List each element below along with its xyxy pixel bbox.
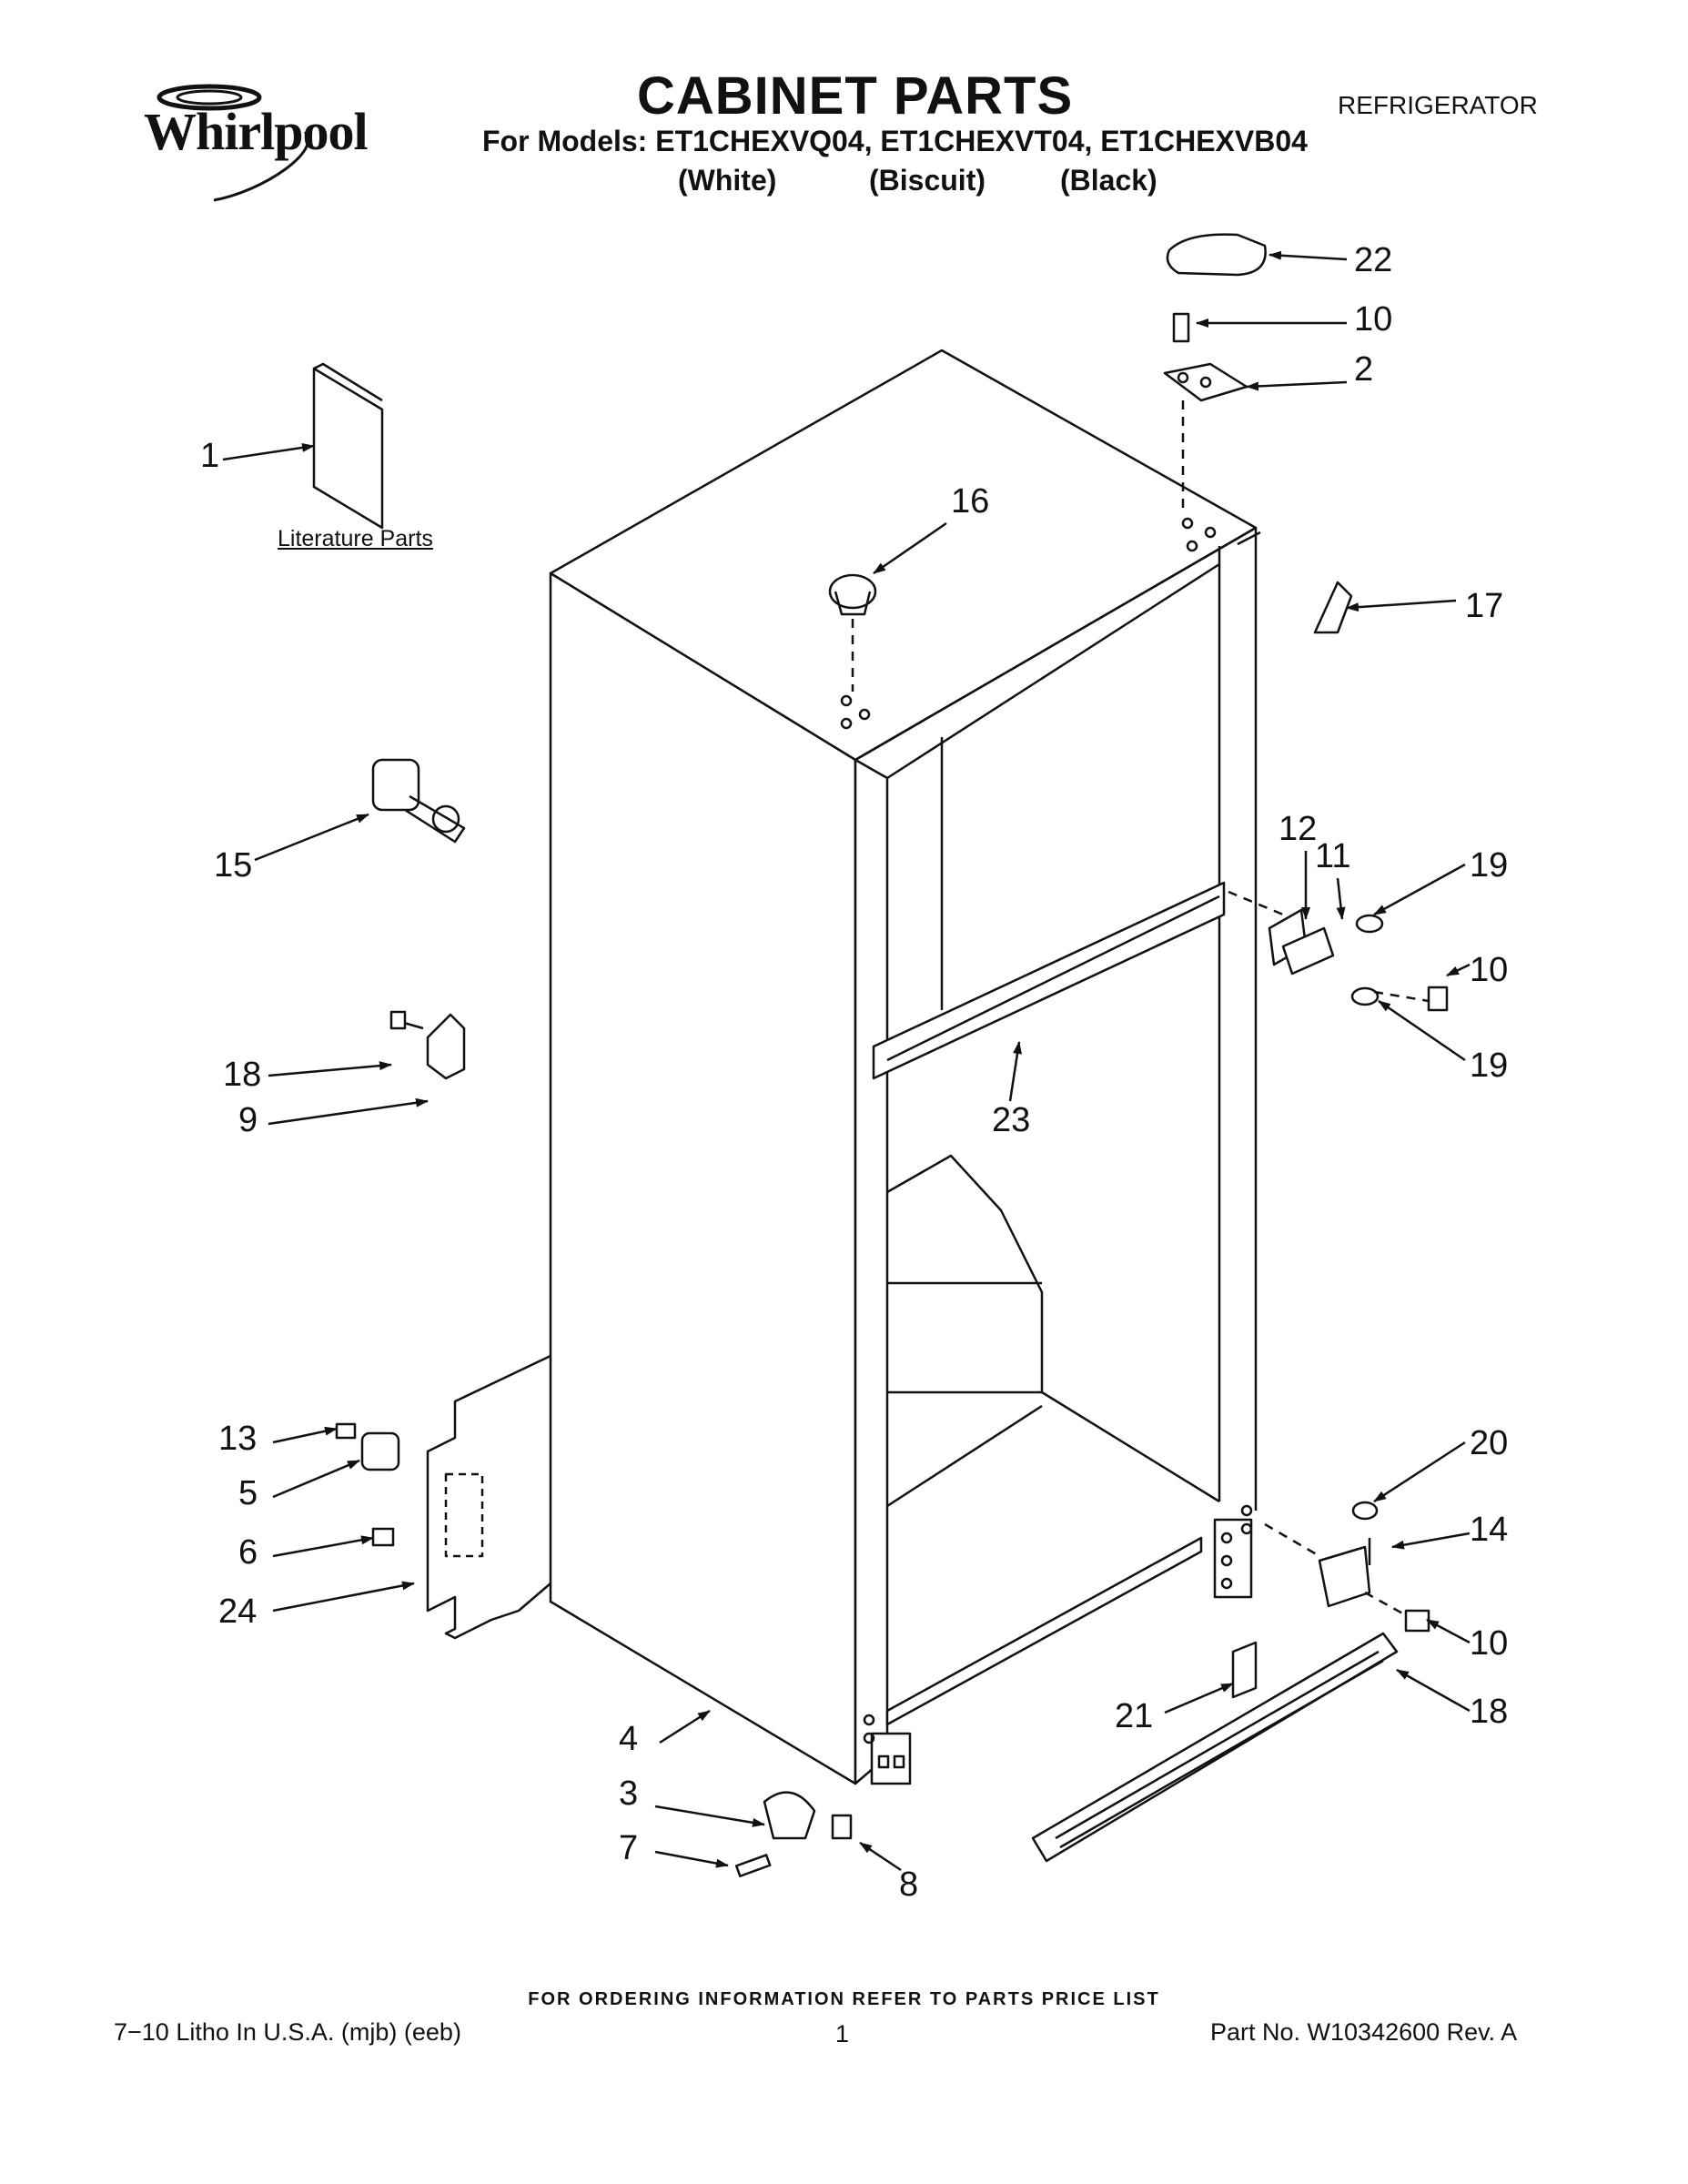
part-number: Part No. W10342600 Rev. A <box>1210 2018 1518 2046</box>
callout-5: 5 <box>238 1474 258 1512</box>
part-9-bracket <box>426 1013 466 1080</box>
color-biscuit: (Biscuit) <box>869 164 986 197</box>
color-white: (White) <box>678 164 777 197</box>
callout-1: 1 <box>200 437 220 475</box>
callout-23: 23 <box>992 1101 1031 1139</box>
callout-18-grille: 18 <box>1470 1693 1509 1731</box>
callout-3: 3 <box>619 1774 639 1813</box>
screw-10-bottom <box>1404 1609 1430 1633</box>
document-type: REFRIGERATOR <box>1338 91 1538 119</box>
part-15 <box>371 758 466 844</box>
part-5-clip <box>360 1431 400 1471</box>
callout-12: 12 <box>1279 810 1318 848</box>
ordering-info: FOR ORDERING INFORMATION REFER TO PARTS … <box>528 1989 1160 2009</box>
callout-4: 4 <box>619 1720 639 1758</box>
screw-13 <box>335 1422 357 1440</box>
brand-name: Whirlpool <box>144 102 369 161</box>
cabinet-body <box>426 349 1261 1785</box>
callout-10-mid: 10 <box>1470 951 1509 989</box>
callout-7: 7 <box>619 1829 639 1867</box>
leveler-3 <box>763 1791 816 1840</box>
callout-6: 6 <box>238 1533 258 1572</box>
callout-22: 22 <box>1354 241 1393 279</box>
washer-20 <box>1351 1501 1379 1521</box>
literature-booklet <box>312 362 384 530</box>
hinge-screw-top <box>1172 312 1190 343</box>
screw-6 <box>371 1527 395 1547</box>
top-hinge-cover <box>1166 233 1267 277</box>
callout-11: 11 <box>1315 837 1351 875</box>
top-hinge <box>1163 362 1248 402</box>
mid-hinge-parts <box>1268 908 1449 1012</box>
callout-15: 15 <box>214 846 253 885</box>
color-black: (Black) <box>1060 164 1157 197</box>
callout-19-bottom: 19 <box>1470 1046 1509 1085</box>
leader-lines <box>222 250 1471 1872</box>
pin-7 <box>734 1854 772 1877</box>
callout-18-left: 18 <box>223 1056 262 1094</box>
models-line: For Models: ET1CHEXVQ04, ET1CHEXVT04, ET… <box>482 125 1308 157</box>
callout-10-bottom: 10 <box>1470 1624 1509 1663</box>
callout-8: 8 <box>899 1866 919 1904</box>
callout-24: 24 <box>218 1592 258 1631</box>
clip-21 <box>1231 1641 1258 1699</box>
callout-17: 17 <box>1465 587 1504 625</box>
callout-20: 20 <box>1470 1424 1509 1462</box>
whirlpool-logo: Whirlpool <box>127 77 391 205</box>
page-title: CABINET PARTS <box>637 66 1074 126</box>
callout-10-top: 10 <box>1354 300 1393 339</box>
callout-2: 2 <box>1354 350 1374 389</box>
screw-18 <box>389 1010 424 1030</box>
callout-19-top: 19 <box>1470 846 1509 885</box>
bottom-hinge-14 <box>1318 1538 1371 1608</box>
cap-17 <box>1313 581 1353 634</box>
literature-parts-label: Literature Parts <box>278 526 433 551</box>
callout-21: 21 <box>1115 1697 1154 1735</box>
callout-16: 16 <box>951 482 990 521</box>
plug-16 <box>828 573 877 616</box>
logo-swirl-icon <box>157 84 310 202</box>
callout-14: 14 <box>1470 1511 1509 1549</box>
page-number: 1 <box>835 2020 850 2048</box>
callout-9: 9 <box>238 1101 258 1139</box>
callout-13: 13 <box>218 1420 258 1458</box>
litho-info: 7−10 Litho In U.S.A. (mjb) (eeb) <box>114 2018 461 2046</box>
screw-8 <box>831 1814 853 1840</box>
toe-grille-18 <box>1031 1632 1399 1863</box>
